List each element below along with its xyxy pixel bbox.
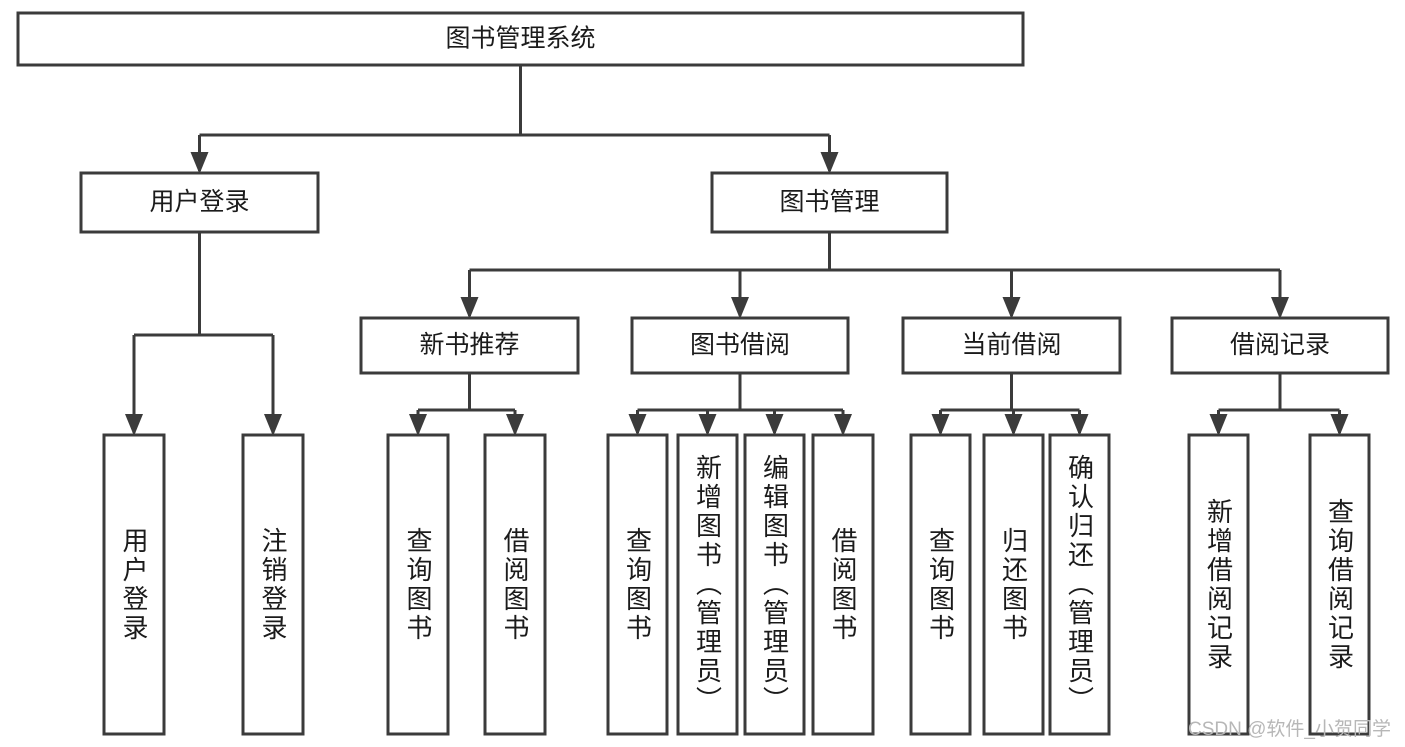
leaf-新增借阅记录[interactable] xyxy=(1187,433,1250,736)
leaf-借阅图书[interactable] xyxy=(483,433,547,736)
arrow-head-icon xyxy=(834,414,852,436)
node-当前借阅-label: 当前借阅 xyxy=(961,331,1061,359)
arrow-head-icon xyxy=(460,297,479,319)
csdn-watermark: CSDN @软件_小贺同学 xyxy=(1188,719,1391,740)
leaf-确认归还管理员[interactable] xyxy=(1048,433,1111,736)
leaf-编辑图书管理员[interactable] xyxy=(743,433,806,736)
node-用户登录[interactable] xyxy=(79,171,320,234)
node-图书管理系统-label: 图书管理系统 xyxy=(445,25,595,53)
leaf-归还图书[interactable] xyxy=(982,433,1045,736)
node-图书管理[interactable] xyxy=(710,171,949,234)
node-新书推荐[interactable] xyxy=(359,316,580,375)
arrow-head-icon xyxy=(931,414,950,436)
arrow-head-icon xyxy=(1004,414,1023,436)
leaf-新增图书管理员[interactable] xyxy=(676,433,739,736)
arrow-head-icon xyxy=(1002,297,1021,319)
arrow-head-icon xyxy=(820,152,839,174)
arrow-head-icon xyxy=(1330,414,1349,436)
node-借阅记录-label: 借阅记录 xyxy=(1230,331,1330,359)
arrow-head-icon xyxy=(125,414,143,436)
node-图书管理-label: 图书管理 xyxy=(779,188,879,216)
node-借阅记录[interactable] xyxy=(1170,316,1390,375)
leaf-注销登录[interactable] xyxy=(241,433,305,736)
arrow-head-icon xyxy=(628,414,647,436)
arrow-head-icon xyxy=(264,414,282,436)
leaf-查询图书[interactable] xyxy=(386,433,450,736)
node-图书管理系统[interactable] xyxy=(16,11,1025,67)
arrow-head-icon xyxy=(190,152,209,174)
node-图书借阅-label: 图书借阅 xyxy=(690,331,790,359)
arrow-head-icon xyxy=(731,297,749,319)
leaf-查询图书[interactable] xyxy=(606,433,669,736)
node-box-layer xyxy=(16,11,1390,736)
leaf-查询图书[interactable] xyxy=(909,433,972,736)
arrow-head-icon xyxy=(1070,414,1089,436)
leaf-查询借阅记录[interactable] xyxy=(1308,433,1371,736)
arrow-head-icon xyxy=(698,414,717,436)
node-图书借阅[interactable] xyxy=(630,316,850,375)
connector-layer xyxy=(125,65,1349,436)
arrow-head-icon xyxy=(1209,414,1228,436)
node-用户登录-label: 用户登录 xyxy=(149,188,249,216)
arrow-head-icon xyxy=(765,414,784,436)
arrow-head-icon xyxy=(1271,297,1289,319)
arrow-head-icon xyxy=(506,414,524,436)
leaf-借阅图书[interactable] xyxy=(811,433,875,736)
arrow-head-icon xyxy=(409,414,427,436)
node-当前借阅[interactable] xyxy=(901,316,1122,375)
leaf-用户登录[interactable] xyxy=(102,433,166,736)
node-新书推荐-label: 新书推荐 xyxy=(419,331,519,359)
